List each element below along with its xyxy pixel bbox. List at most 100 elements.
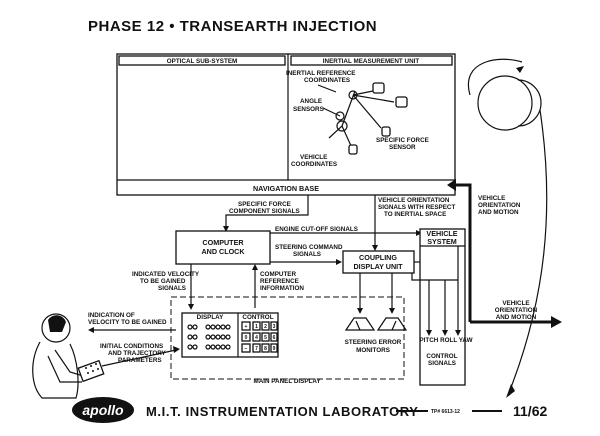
specific-force-component-label: SPECIFIC FORCE: [238, 201, 291, 208]
display-readout-row: [187, 324, 231, 330]
astronaut-figure: [32, 313, 105, 399]
keypad-key[interactable]: [270, 321, 278, 331]
indication-velocity-label-line2: VELOCITY TO BE GAINED: [88, 319, 167, 326]
keypad-mode-key[interactable]: [241, 321, 251, 331]
steering-error-monitor-gauges: [344, 317, 408, 331]
keypad-key[interactable]: [252, 321, 261, 331]
imu-reference-label-line2: COORDINATES: [304, 77, 350, 84]
steering-error-monitors-label: STEERING ERROR: [345, 339, 402, 346]
vehicle-orientation-motion-label-line2: ORIENTATION: [478, 202, 521, 209]
angle-sensors-label: ANGLE: [300, 98, 322, 105]
page-number: 11/62: [513, 403, 547, 419]
apollo-logo: apollo: [72, 397, 134, 423]
indicated-velocity-label: INDICATED VELOCITY: [132, 271, 200, 278]
specific-force-component-label-line2: COMPONENT SIGNALS: [229, 208, 300, 215]
svg-text:6: 6: [273, 335, 276, 341]
svg-text:SYSTEM: SYSTEM: [427, 237, 457, 246]
control-signals-label: CONTROL: [426, 353, 457, 360]
svg-text:3: 3: [273, 324, 276, 330]
page-title: PHASE 12 • TRANSEARTH INJECTION: [88, 18, 377, 35]
svg-text:7: 7: [255, 346, 258, 352]
indicated-velocity-label-line3: SIGNALS: [158, 285, 186, 292]
vehicle-coordinates-label: VEHICLE: [300, 154, 327, 161]
svg-text:5: 5: [264, 335, 267, 341]
svg-text:COMPUTER: COMPUTER: [202, 238, 244, 247]
computer-reference-label-line3: INFORMATION: [260, 285, 304, 292]
computer-reference-label: COMPUTER: [260, 271, 296, 278]
keypad-key[interactable]: [270, 343, 278, 353]
svg-text:0: 0: [245, 335, 248, 341]
keypad-mode-key[interactable]: [241, 343, 251, 353]
gauge-icon: [344, 317, 376, 331]
main-panel-display-label: MAIN PANEL DISPLAY: [253, 378, 321, 385]
svg-text:INERTIAL MEASUREMENT UNIT: INERTIAL MEASUREMENT UNIT: [323, 58, 420, 65]
vehicle-orientation-motion-label: VEHICLE: [478, 195, 505, 202]
vehicle-orientation-signals-label: VEHICLE ORIENTATION: [378, 197, 450, 204]
svg-text:−: −: [245, 346, 248, 352]
initial-conditions-label: INITIAL CONDITIONS: [100, 343, 163, 350]
svg-text:apollo: apollo: [82, 402, 124, 418]
display-readout-row: [187, 344, 231, 350]
keypad-key[interactable]: [252, 332, 261, 342]
lab-name: M.I.T. INSTRUMENTATION LABORATORY: [146, 404, 419, 419]
computer-reference-label-line2: REFERENCE: [260, 278, 299, 285]
vehicle-system-block: VEHICLE SYSTEM CONTROL SIGNALS PITCH ROL…: [419, 228, 473, 386]
computer-and-clock-block: COMPUTER AND CLOCK: [175, 230, 271, 265]
vehicle-orientation-signals-label-line3: TO INERTIAL SPACE: [384, 211, 446, 218]
gyro-cylinder-icon: [348, 82, 408, 155]
gauge-icon: [376, 317, 408, 331]
hand-controller-icon: [77, 359, 105, 383]
pitch-roll-yaw-label: PITCH ROLL YAW: [419, 337, 472, 344]
keypad-key[interactable]: [270, 332, 278, 342]
indicated-velocity-label-line2: TO BE GAINED: [140, 278, 186, 285]
steering-error-monitors-label-line2: MONITORS: [356, 347, 390, 354]
vehicle-orientation-signals-label-line2: SIGNALS WITH RESPECT: [378, 204, 455, 211]
coupling-display-unit-block: COUPLING DISPLAY UNIT: [342, 250, 415, 274]
svg-text:9: 9: [273, 346, 276, 352]
svg-text:COUPLING: COUPLING: [359, 253, 397, 262]
svg-text:+: +: [245, 324, 248, 330]
output-orientation-motion-label-line2: ORIENTATION: [495, 307, 538, 314]
keypad-mode-key[interactable]: [241, 332, 251, 342]
svg-text:4: 4: [255, 335, 258, 341]
steering-command-label: STEERING COMMAND: [275, 244, 343, 251]
steering-command-label-line2: SIGNALS: [293, 251, 321, 258]
svg-text:OPTICAL SUB-SYSTEM: OPTICAL SUB-SYSTEM: [167, 58, 238, 65]
svg-text:DISPLAY: DISPLAY: [197, 314, 225, 321]
angle-sensors-label-line2: SENSORS: [293, 106, 324, 113]
spacecraft-icon: [516, 66, 524, 73]
output-orientation-motion-label-line3: AND MOTION: [496, 314, 537, 321]
specific-force-sensor-label-line2: SENSOR: [389, 144, 416, 151]
svg-text:CONTROL: CONTROL: [242, 314, 273, 321]
tp-number: TP# 6613-12: [431, 409, 460, 415]
vehicle-orientation-motion-label-line3: AND MOTION: [478, 209, 519, 216]
svg-text:8: 8: [264, 346, 267, 352]
display-readout-row: [187, 334, 231, 340]
keypad-key[interactable]: [252, 343, 261, 353]
inertial-measurement-unit-block: INERTIAL MEASUREMENT UNIT: [290, 55, 453, 66]
vehicle-coordinates-label-line2: COORDINATES: [291, 161, 337, 168]
imu-gimbal-drawing: [317, 82, 408, 155]
svg-text:VEHICLE: VEHICLE: [426, 229, 457, 238]
main-panel-display-frame: [170, 296, 405, 380]
navigation-base-label: NAVIGATION BASE: [253, 184, 319, 193]
specific-force-sensor-label: SPECIFIC FORCE: [376, 137, 429, 144]
output-orientation-motion-label: VEHICLE: [502, 300, 529, 307]
control-signals-label-line2: SIGNALS: [428, 360, 456, 367]
svg-text:DISPLAY UNIT: DISPLAY UNIT: [353, 262, 403, 271]
initial-conditions-label-line2: AND TRAJECTORY: [108, 350, 167, 357]
keypad-key[interactable]: [261, 321, 270, 331]
trajectory-sketch: [467, 58, 548, 398]
initial-conditions-label-line3: PARAMETERS: [118, 357, 162, 364]
navigation-assembly-frame: [116, 53, 456, 196]
optical-subsystem-block: OPTICAL SUB-SYSTEM: [118, 55, 286, 66]
keypad-key[interactable]: [261, 343, 270, 353]
keypad-key[interactable]: [261, 332, 270, 342]
svg-text:1: 1: [255, 324, 258, 330]
indication-velocity-label: INDICATION OF: [88, 312, 135, 319]
dsky-panel: DISPLAY CONTROL + 1 2 3 0: [181, 312, 279, 358]
svg-text:AND CLOCK: AND CLOCK: [201, 247, 245, 256]
imu-reference-label: INERTIAL REFERENCE: [286, 70, 356, 77]
svg-text:2: 2: [264, 324, 267, 330]
